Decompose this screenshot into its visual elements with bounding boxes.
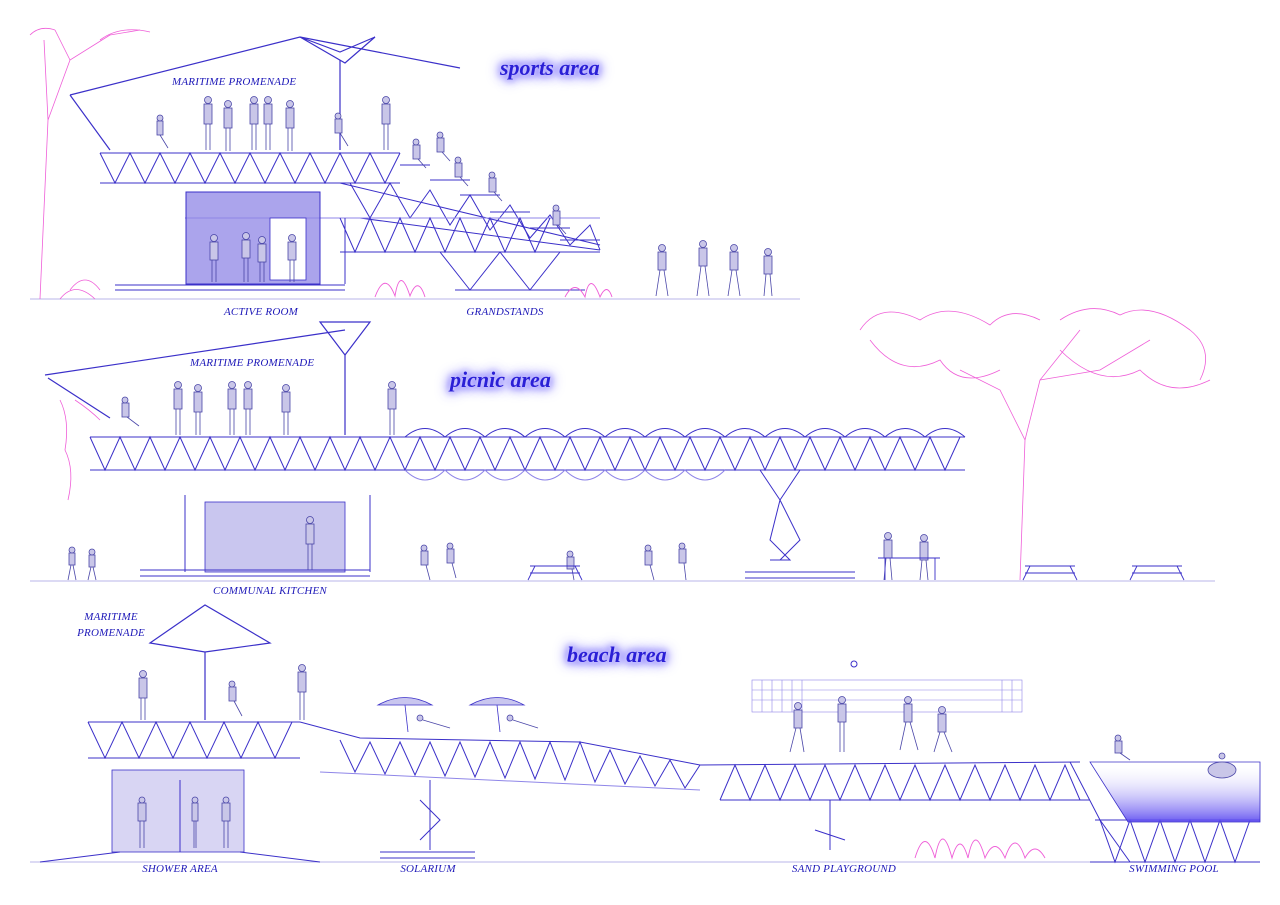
- bush-icon: [914, 838, 1046, 860]
- sports-area-title: sports area: [500, 55, 600, 80]
- picnic-promenade-label: MARITIME PROMENADE: [190, 357, 315, 369]
- tree-icon: [859, 308, 1211, 581]
- support-column: [380, 780, 846, 859]
- picnic-area-title: picnic area: [450, 367, 551, 392]
- canopy-roof: [69, 36, 461, 151]
- umbrella-icon: [376, 697, 526, 733]
- kitchen-box: [204, 501, 346, 573]
- people-figures: [67, 381, 929, 581]
- bush-icon: [374, 280, 613, 299]
- vine-icon: [59, 399, 101, 501]
- upper-truss: [99, 151, 401, 185]
- beach-section: [30, 604, 1261, 864]
- ball-icon: [850, 660, 858, 668]
- beach-truss-left: [87, 720, 701, 791]
- volleyball-net: [751, 679, 1023, 713]
- swimming-pool-label: SWIMMING POOL: [1129, 863, 1219, 875]
- active-room-label: ACTIVE ROOM: [224, 306, 298, 318]
- solarium-label: SOLARIUM: [400, 863, 456, 875]
- grandstands-label: GRANDSTANDS: [466, 306, 544, 318]
- picnic-table-icon: [527, 557, 1185, 581]
- sand-playground-label: SAND PLAYGROUND: [791, 863, 897, 875]
- sports-promenade-label: MARITIME PROMENADE: [172, 76, 297, 88]
- beach-area-title: beach area: [567, 642, 667, 667]
- canopy-roof: [44, 321, 372, 435]
- people-figures: [137, 664, 1237, 848]
- people-figures: [156, 96, 773, 297]
- long-truss: [89, 428, 966, 481]
- beach-promenade-label-line1: MARITIME: [84, 611, 138, 623]
- tree-icon: [29, 27, 151, 300]
- communal-kitchen-label: COMMUNAL KITCHEN: [213, 585, 327, 597]
- beach-promenade-label-line2: PROMENADE: [77, 627, 145, 639]
- beach-truss-right: [699, 761, 1260, 864]
- sports-section: [29, 27, 800, 300]
- grandstand-truss: [339, 164, 601, 251]
- shower-area-label: SHOWER AREA: [142, 863, 218, 875]
- support-column: [745, 469, 855, 579]
- picnic-section: [30, 308, 1215, 582]
- canopy-roof: [148, 604, 272, 720]
